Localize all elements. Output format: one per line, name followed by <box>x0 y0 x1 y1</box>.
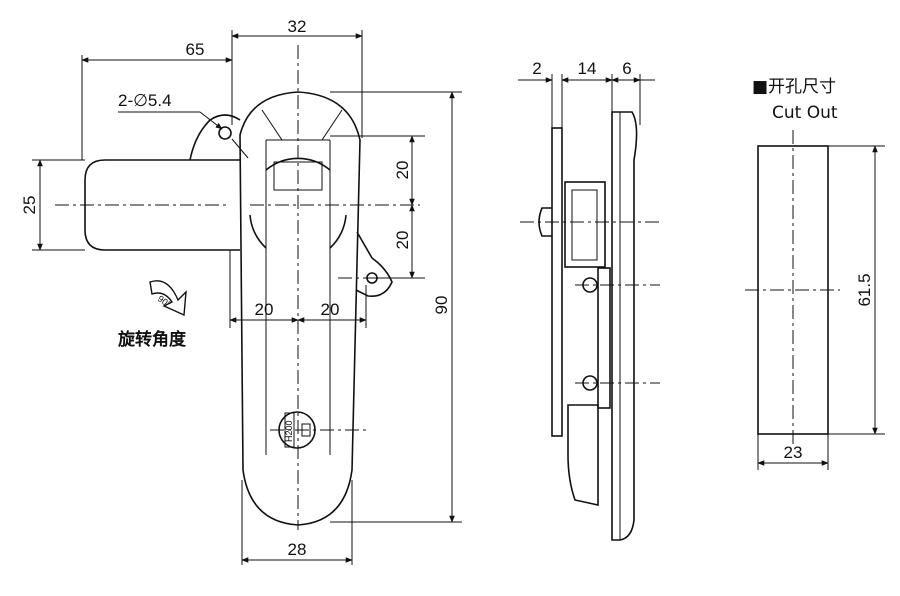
dim-lower-spacing: 20 <box>393 231 412 250</box>
cutout-title-en: Cut Out <box>772 103 838 123</box>
key-label: H200 <box>284 420 294 442</box>
handle-side <box>611 111 638 541</box>
mount-hole-top <box>218 126 232 140</box>
dim-arm-height: 25 <box>20 196 39 215</box>
dim-half-right: 20 <box>321 300 340 319</box>
dim-plate: 2 <box>532 59 541 78</box>
dim-cutout-height: 61.5 <box>855 273 874 306</box>
key-label-box <box>284 412 295 448</box>
handle-outline <box>239 91 361 526</box>
mounting-plate <box>551 127 563 437</box>
dim-overall-width: 65 <box>186 40 205 59</box>
bracket <box>597 267 611 409</box>
dim-half-left: 20 <box>255 300 274 319</box>
dim-cutout-width: 23 <box>784 443 803 462</box>
front-view: H200 65 32 2-∅5.4 25 20 20 <box>20 17 462 565</box>
dim-body-width: 32 <box>288 17 307 36</box>
side-view: 2 14 6 <box>518 59 660 541</box>
dim-handle: 6 <box>622 59 631 78</box>
lock-body <box>564 181 606 268</box>
dim-upper-spacing: 20 <box>393 161 412 180</box>
rotation-label: 旋转角度 <box>117 329 187 350</box>
dim-body: 14 <box>578 59 597 78</box>
cutout-view: ■开孔尺寸 Cut Out 61.5 23 <box>745 77 885 470</box>
cutout-title-cn: ■开孔尺寸 <box>752 77 836 97</box>
dim-bottom-width: 28 <box>288 540 307 559</box>
right-ear <box>355 231 393 298</box>
latch-tongue <box>567 404 599 506</box>
dim-hole-spec: 2-∅5.4 <box>118 91 172 110</box>
dim-overall-height: 90 <box>432 296 451 315</box>
rotation-arrow-icon: 90° <box>149 280 187 317</box>
